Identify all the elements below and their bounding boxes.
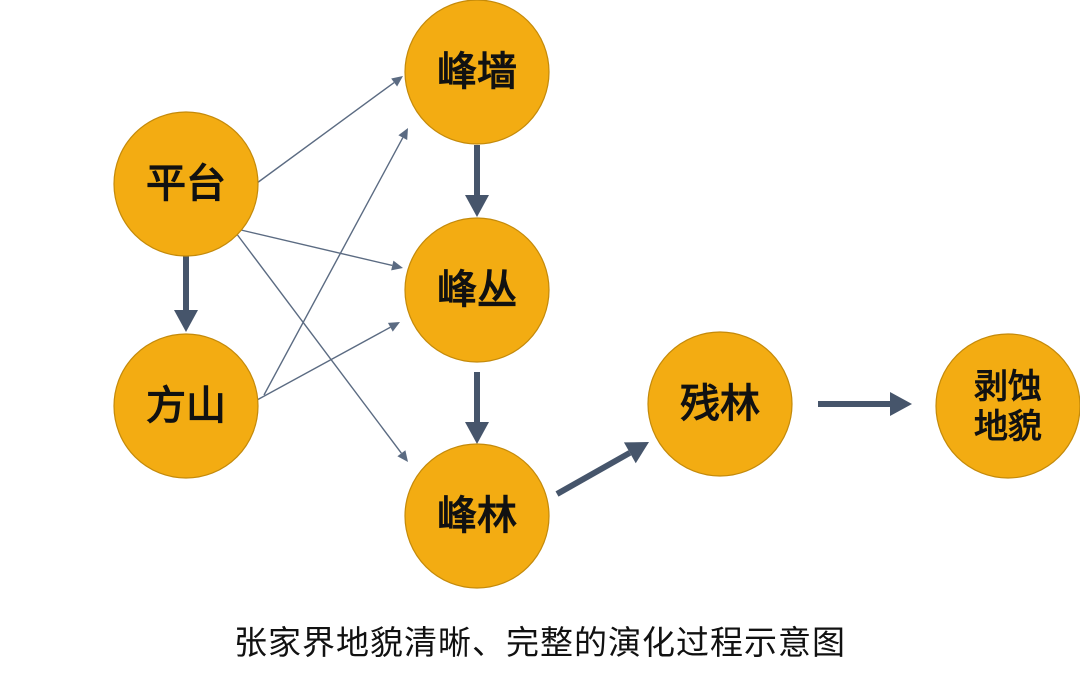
node-circle <box>647 331 793 477</box>
node-boshi: 剥蚀地貌 <box>935 333 1080 479</box>
arrow-shaft <box>235 232 402 454</box>
node-fangshan: 方山 <box>113 333 259 479</box>
node-canlin: 残林 <box>647 331 793 477</box>
node-fengcong: 峰丛 <box>404 217 550 363</box>
arrow-head <box>391 260 403 271</box>
arrow-fengqiang-to-fengcong <box>465 145 489 217</box>
node-label: 残林 <box>680 381 760 427</box>
node-pingtai: 平台 <box>113 111 259 257</box>
arrow-shaft <box>256 326 391 401</box>
node-circle <box>113 111 259 257</box>
arrow-head <box>387 322 400 332</box>
node-fengqiang: 峰墙 <box>404 0 550 145</box>
arrow-head <box>890 392 912 416</box>
arrow-canlin-to-boshi <box>818 392 912 416</box>
arrow-fengcong-to-fenglin <box>465 372 489 444</box>
node-label: 平台 <box>146 161 226 207</box>
arrow-shaft <box>555 450 632 497</box>
diagram-caption: 张家界地貌清晰、完整的演化过程示意图 <box>234 623 846 662</box>
arrow-pingtai-to-fangshan <box>174 256 198 332</box>
arrow-pingtai-to-fenglin <box>235 232 408 462</box>
arrow-fangshan-to-fengqiang <box>263 128 408 396</box>
arrow-head <box>398 128 408 141</box>
node-circle <box>404 443 550 589</box>
node-circle <box>113 333 259 479</box>
edges-layer <box>174 76 912 497</box>
arrow-shaft <box>263 137 404 396</box>
node-label: 峰林 <box>437 493 517 539</box>
node-circle <box>935 333 1080 479</box>
node-circle <box>404 0 550 145</box>
node-label: 峰丛 <box>437 267 517 313</box>
arrow-shaft <box>256 81 395 184</box>
arrow-pingtai-to-fengqiang <box>256 76 403 184</box>
node-label: 峰墙 <box>437 49 517 95</box>
arrow-pingtai-to-fengcong <box>240 229 403 271</box>
arrow-fangshan-to-fengcong <box>256 322 400 401</box>
arrow-head <box>397 450 408 462</box>
arrow-head <box>174 310 198 332</box>
node-circle <box>404 217 550 363</box>
node-label: 剥蚀地貌 <box>974 367 1042 447</box>
arrow-head <box>465 195 489 217</box>
arrow-head <box>391 76 403 87</box>
arrow-shaft <box>240 229 393 267</box>
node-fenglin: 峰林 <box>404 443 550 589</box>
node-label: 方山 <box>146 383 226 429</box>
arrow-fenglin-to-canlin <box>555 442 649 497</box>
arrow-head <box>465 422 489 444</box>
arrow-head <box>623 442 649 464</box>
